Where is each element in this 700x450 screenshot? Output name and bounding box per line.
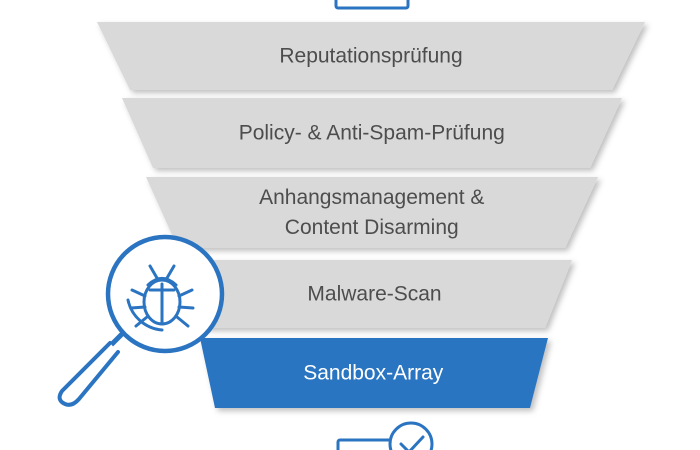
magnifier-bug-icon	[57, 234, 225, 407]
funnel-stage-5-label: Sandbox-Array	[303, 362, 444, 385]
bug-icon	[129, 264, 195, 328]
funnel-stage-3-label-line-1: Anhangsmanagement &	[259, 186, 484, 209]
funnel-stage-3	[146, 177, 598, 248]
envelope-checkmark-icon	[336, 421, 434, 450]
funnel-stage-2	[122, 98, 622, 168]
funnel-stage-1	[97, 22, 645, 90]
funnel-stage-3-label-line-2: Content Disarming	[285, 216, 459, 239]
funnel-stage-4	[176, 260, 572, 328]
funnel-stage-2-label: Policy- & Anti-Spam-Prüfung	[239, 122, 505, 145]
funnel-stage-4-label: Malware-Scan	[307, 283, 441, 306]
envelope-icon	[334, 0, 410, 10]
funnel-stage-1-label: Reputationsprüfung	[279, 45, 462, 68]
funnel-stage-5	[200, 338, 548, 408]
